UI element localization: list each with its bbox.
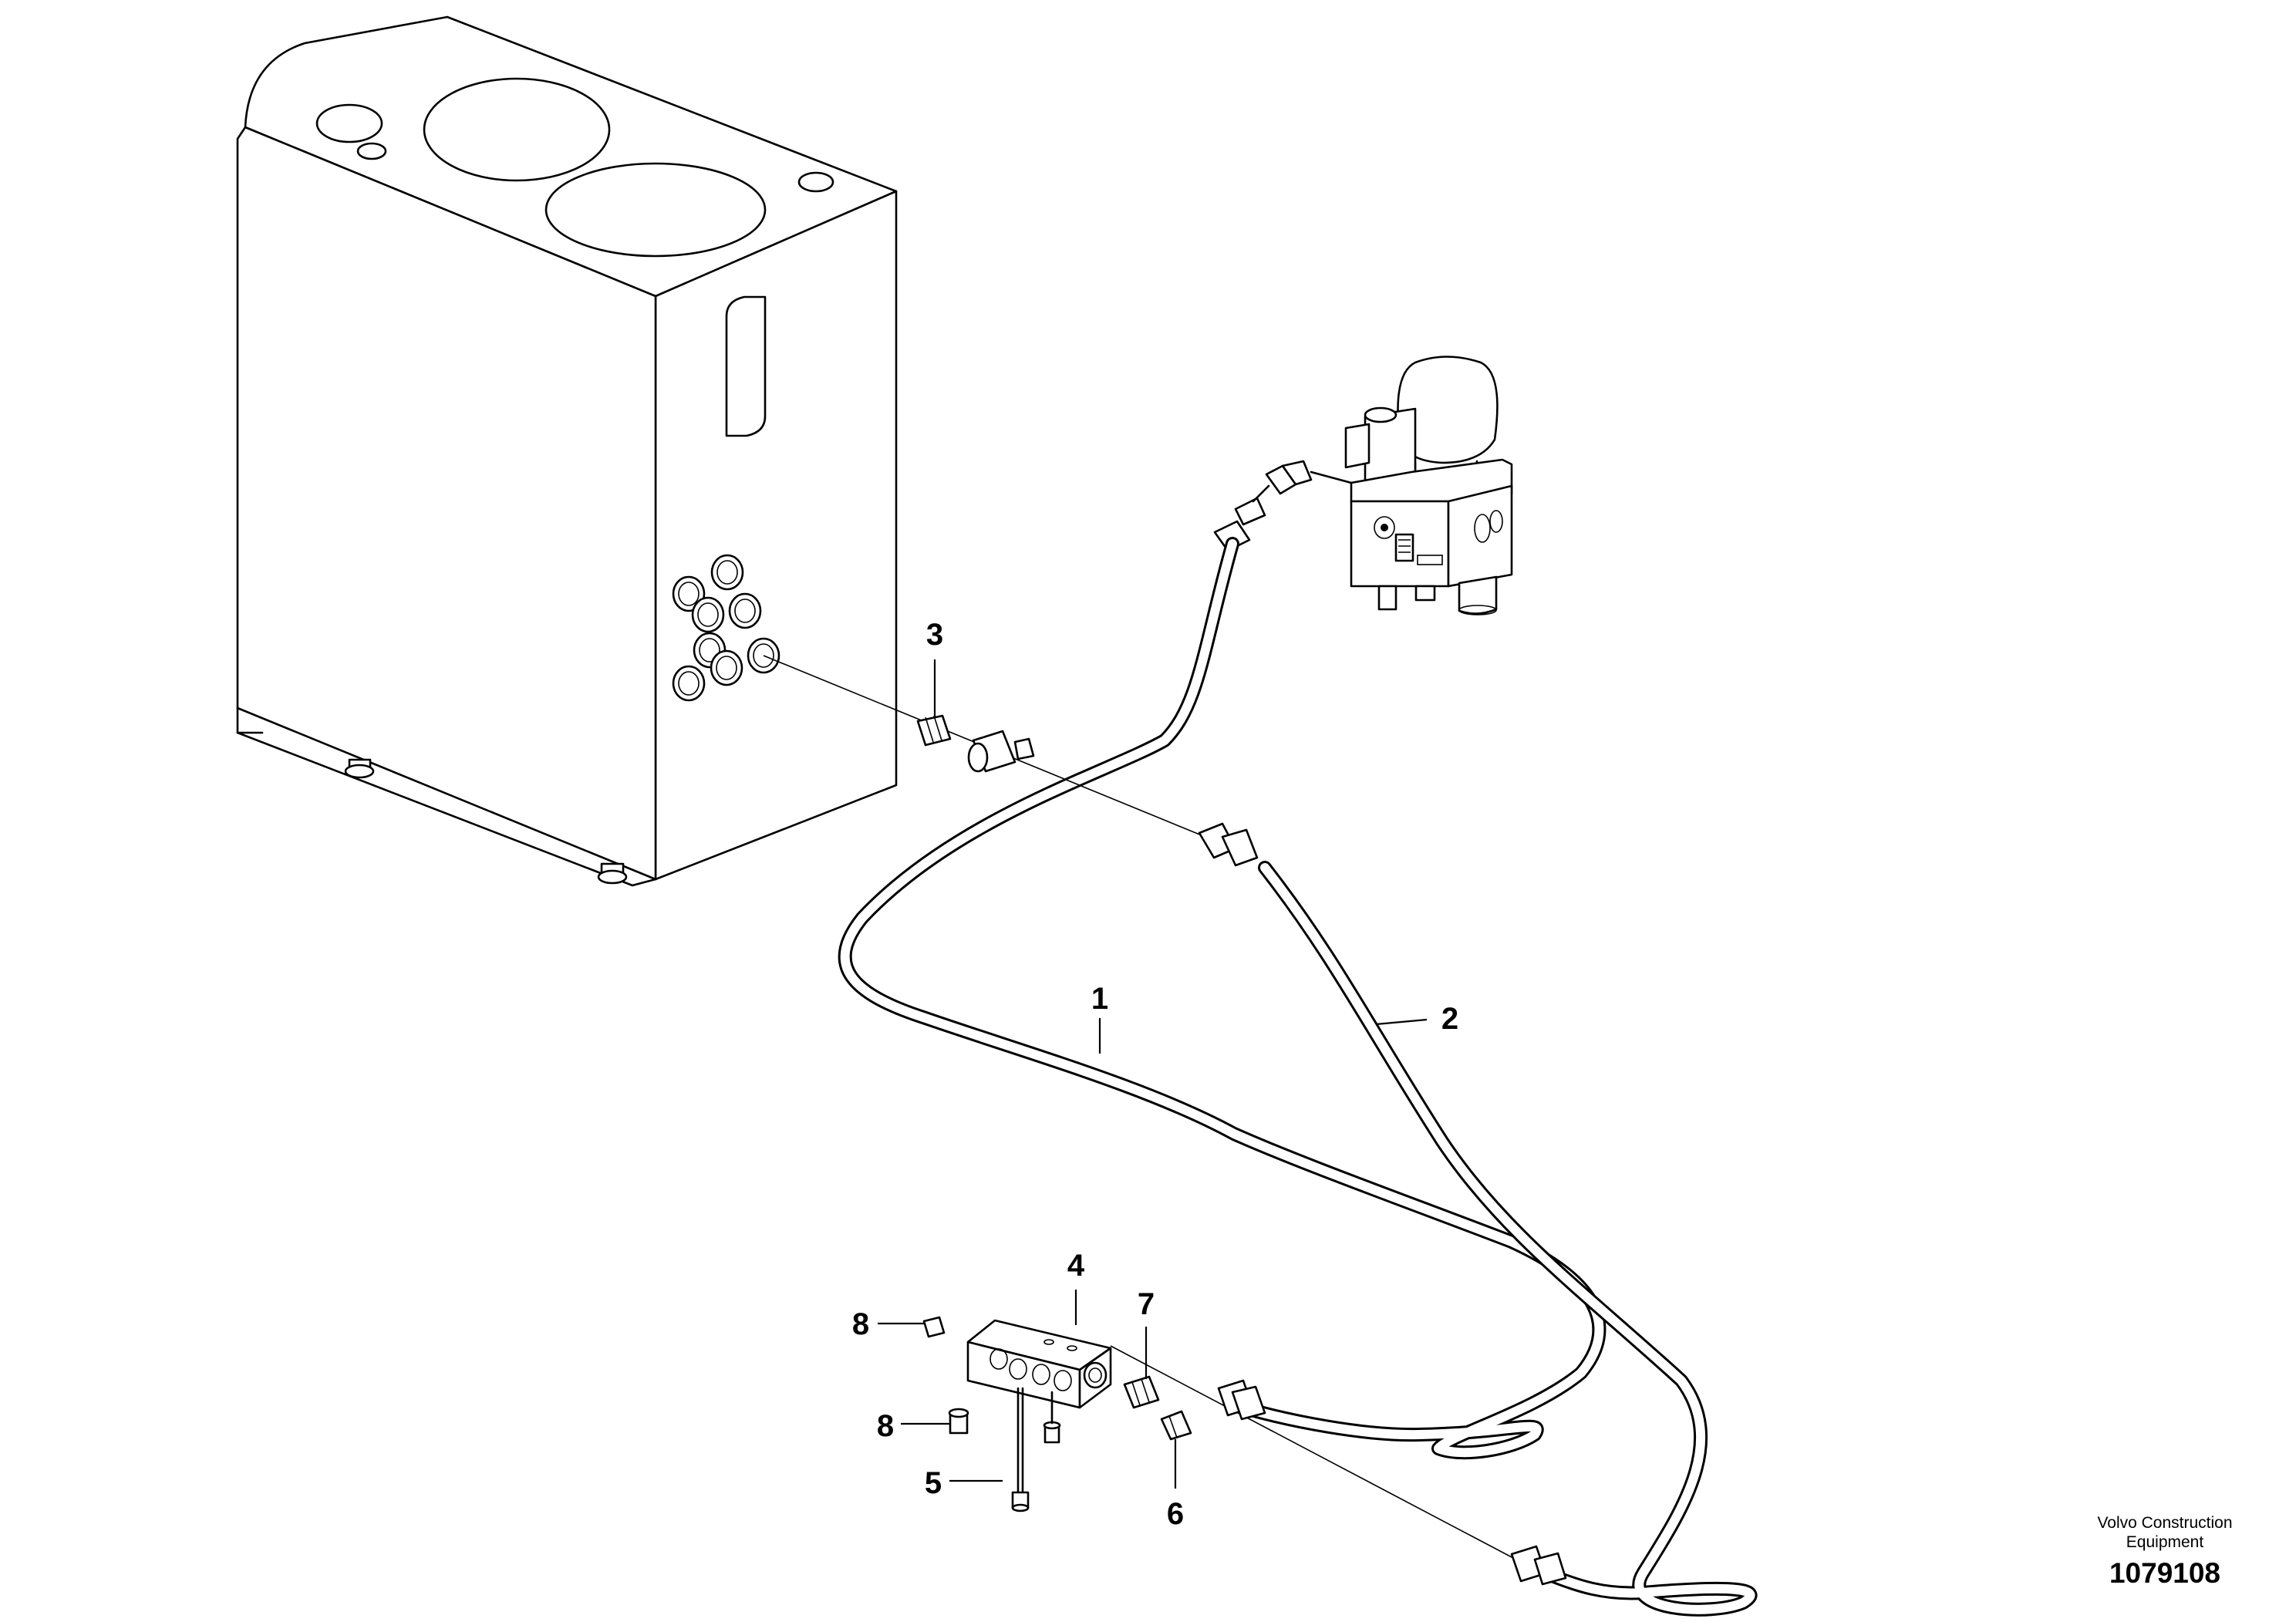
callout-2: 2 [1441,1002,1458,1036]
footer-info: Volvo Construction Equipment 1079108 [2097,1514,2232,1589]
hydraulic-tank [236,15,898,887]
adapter-7 [1123,1375,1160,1409]
callout-5: 5 [925,1466,942,1500]
callout-labels: 1 2 3 4 8 8 5 6 7 [852,618,1458,1531]
brand-line-2: Equipment [2126,1533,2204,1551]
screw-5 [1011,1387,1030,1512]
adapter-6 [1160,1410,1192,1441]
hose-1 [838,537,1607,1460]
check-valve-adapter [967,730,1035,773]
hose-end-fitting-upper [1198,822,1259,867]
hose-end-fitting-lower [1217,1379,1567,1586]
hose-2 [1258,861,1758,1617]
accumulator-valve-block [1344,356,1513,615]
tank-port-adapter [916,714,952,747]
callout-1: 1 [1091,982,1108,1016]
callout-4: 4 [1067,1249,1085,1283]
manifold-block [966,1319,1112,1409]
leader-lines [878,659,1428,1489]
callout-3: 3 [926,618,943,652]
callout-8-upper: 8 [852,1307,869,1341]
callout-6: 6 [1167,1497,1184,1531]
part-number: 1079108 [2109,1557,2220,1589]
plug-8-upper [922,1316,946,1338]
plug-8-lower [948,1391,1061,1444]
elbow-fitting [1213,460,1353,552]
callout-8-lower: 8 [877,1409,894,1443]
brand-line-1: Volvo Construction [2097,1514,2232,1532]
callout-7: 7 [1138,1287,1155,1321]
